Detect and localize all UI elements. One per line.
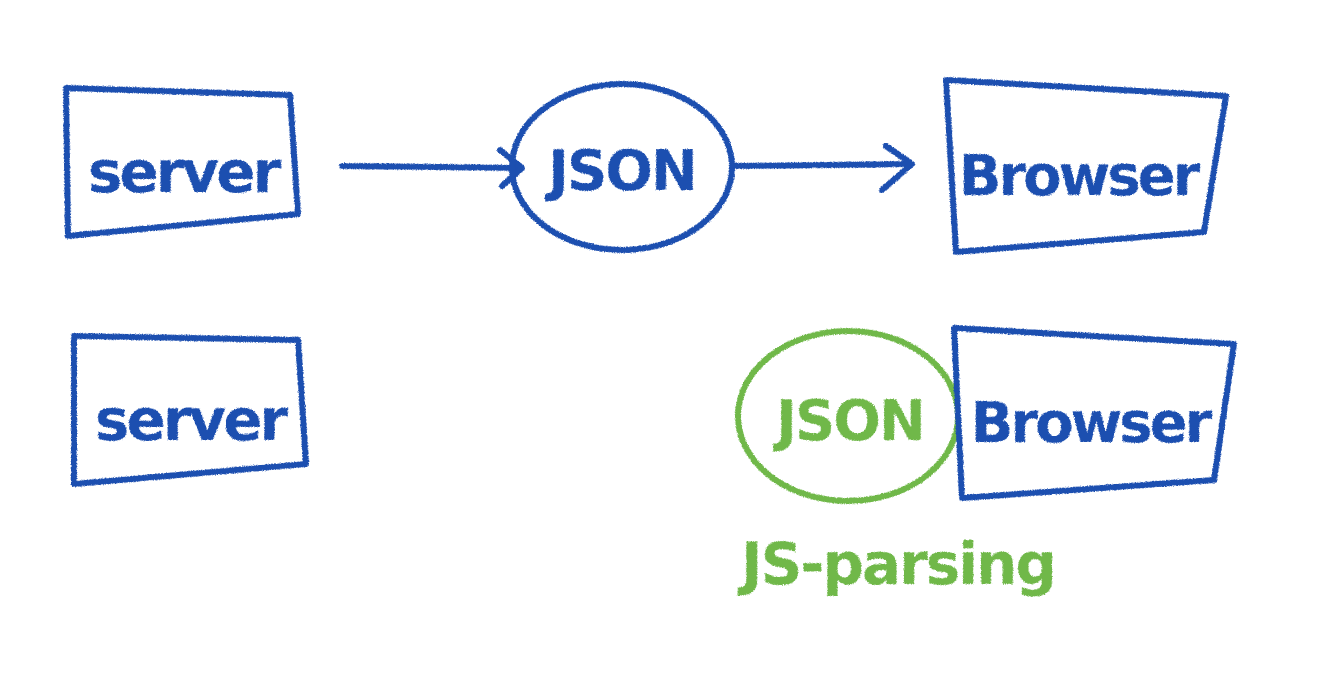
- browser-label-row2: Browser: [971, 391, 1213, 456]
- json-node-row1: JSON: [509, 81, 735, 253]
- browser-label-row1: Browser: [959, 144, 1201, 209]
- arrow-json-to-browser: [731, 143, 915, 193]
- browser-box-row2-outline: [951, 325, 1237, 501]
- server-box-row1: server: [63, 85, 301, 239]
- js-parsing-note: JS-parsing: [737, 530, 1055, 598]
- server-box-row2-outline: [71, 333, 309, 487]
- json-node-row2: JSON: [735, 328, 961, 504]
- server-label-row2: server: [95, 386, 289, 454]
- arrow-server-to-json: [339, 147, 525, 189]
- browser-box-row1: Browser: [943, 77, 1229, 255]
- json-label-row1: JSON: [544, 139, 696, 204]
- json-label-row2: JSON: [772, 389, 924, 454]
- browser-box-row1-outline: [943, 77, 1229, 255]
- server-box-row2: server: [71, 333, 309, 487]
- server-box-row1-outline: [63, 85, 301, 239]
- browser-box-row2: Browser: [951, 325, 1237, 501]
- server-label-row1: server: [88, 138, 282, 206]
